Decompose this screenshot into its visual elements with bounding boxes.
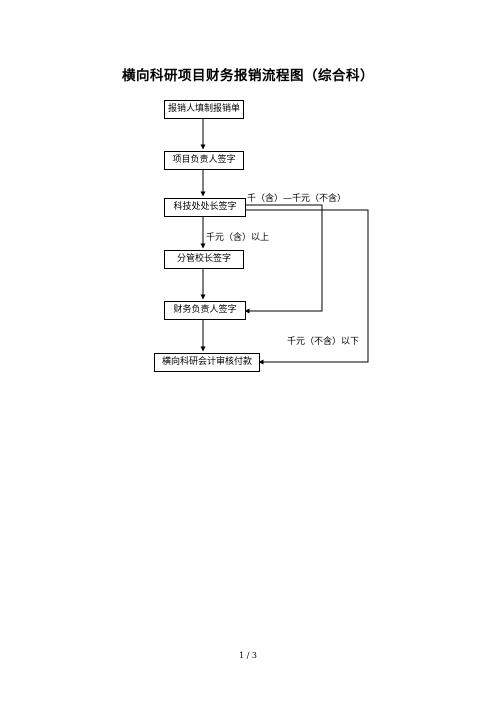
node-fill-form: 报销人填制报销单 — [164, 100, 244, 119]
arrow-dept-to-accountant — [245, 209, 369, 365]
page-number: 1 / 3 — [239, 651, 257, 660]
node-dept-head: 科技处处长签字 — [164, 198, 246, 217]
node-project-leader: 项目负责人签字 — [164, 151, 244, 170]
edge-label-above: 千元（含）以上 — [206, 233, 270, 243]
node-vice-president: 分管校长签字 — [164, 250, 244, 269]
edge-label-between: 千（含）—千元（不含） — [247, 194, 347, 204]
node-finance-head: 财务负责人签字 — [164, 301, 246, 320]
node-accountant: 横向科研会计审核付款 — [154, 353, 260, 372]
edge-label-below: 千元（不含）以下 — [287, 337, 360, 347]
arrow-dept-to-finance — [244, 204, 323, 314]
page-title: 横向科研项目财务报销流程图（综合科） — [122, 68, 374, 84]
